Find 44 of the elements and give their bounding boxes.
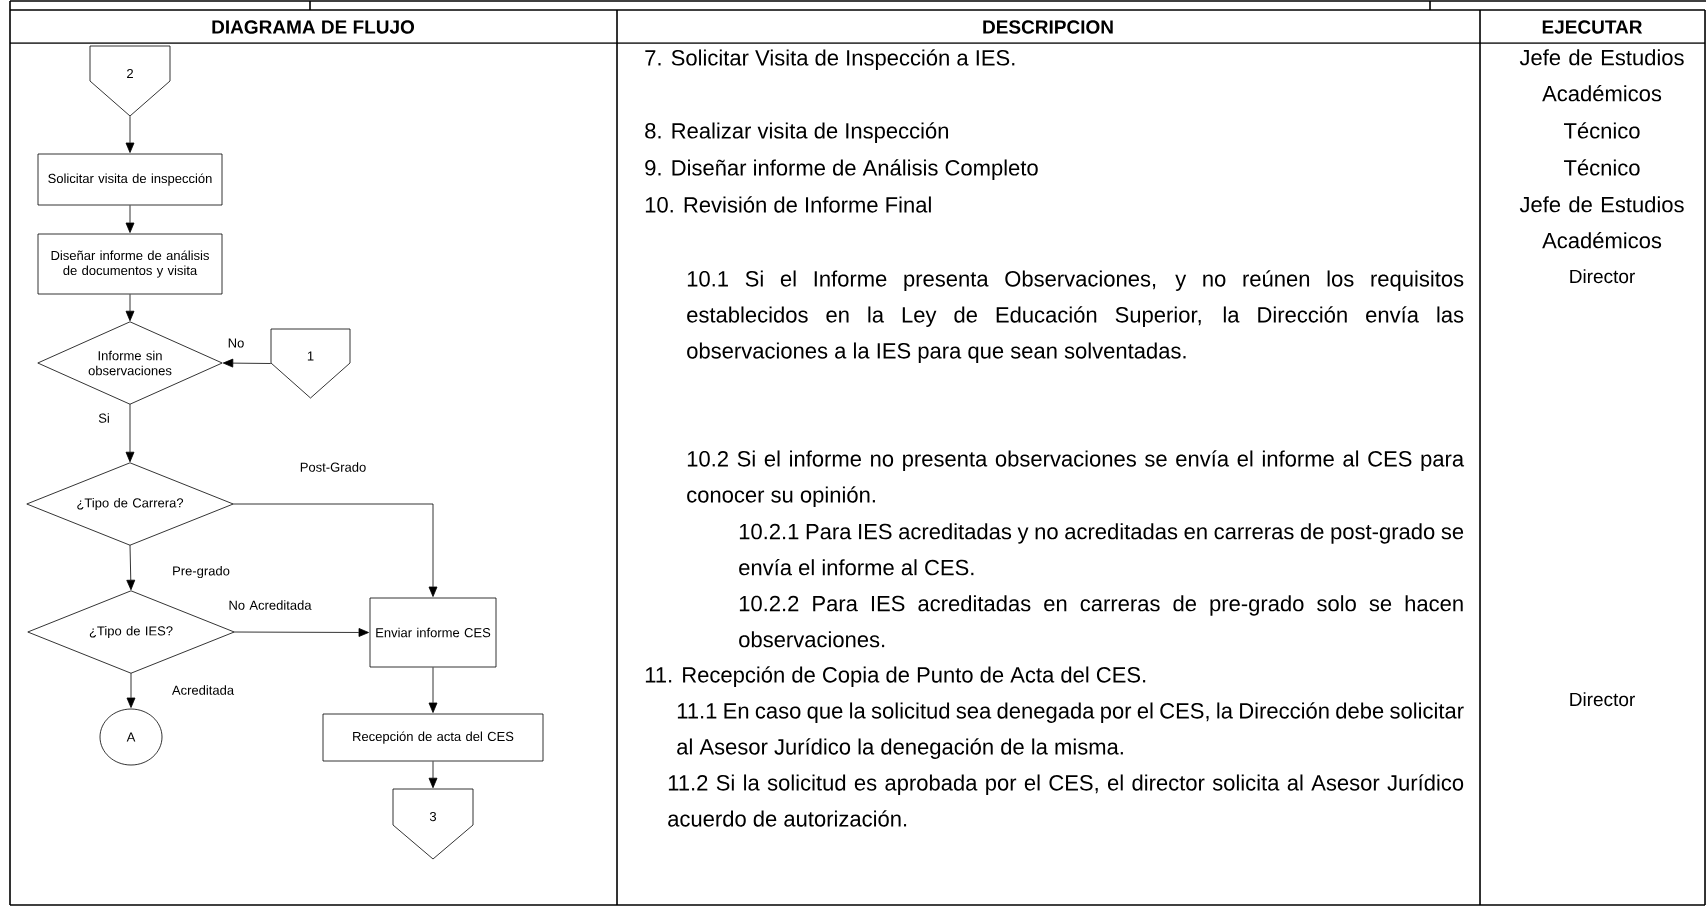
arrow: [222, 358, 272, 368]
process-box: Enviar informe CES: [369, 597, 497, 668]
column-header: DESCRIPCION: [983, 20, 1113, 34]
step-description: 10.2.2 Para IES acreditadas en carreras de pre-grado solo se hacen observaciones.: [739, 595, 1463, 648]
executor-text: Jefe de Estudios Académicos: [1519, 196, 1684, 249]
step-description: 11.1 En caso que la solicitud sea denegada por el CES, la Dirección debe solicitar al Asesor Jurídico la denegación de la misma.: [677, 702, 1464, 759]
column-header: DIAGRAMA DE FLUJO: [212, 20, 415, 34]
process-box: Diseñar informe de análisis de documentos y visita: [37, 233, 223, 295]
step-description: 10.1 Si el Informe presenta Observaciones, y no reúnen los requisitos establecidos en la Ley de Educación Superior, la Dirección envía las observaciones a la IES para que sean solventadas.: [687, 270, 1464, 363]
edge-label: Post-Grado: [300, 462, 366, 472]
step-description: 10. Revisión de Informe Final: [645, 196, 931, 213]
off-page-connector: 2: [89, 45, 171, 117]
executor-text: Director: [1570, 692, 1635, 707]
arrow: [126, 544, 136, 591]
arrow: [233, 628, 369, 637]
edge-label: Acreditada: [171, 685, 235, 695]
column-header: EJECUTAR: [1542, 20, 1643, 34]
arrow: [125, 115, 135, 153]
arrow: [125, 403, 135, 463]
step-description: 9. Diseñar informe de Análisis Completo: [645, 159, 1038, 180]
off-page-connector: 1: [270, 328, 351, 399]
executor-text: Técnico: [1564, 159, 1640, 176]
edge-label: No: [228, 338, 244, 348]
arrow: [125, 294, 135, 322]
process-box: Solicitar visita de inspección: [37, 153, 223, 206]
step-description: 7. Solicitar Visita de Inspección a IES.: [645, 49, 1015, 70]
executor-text: Técnico: [1564, 122, 1640, 139]
off-page-connector: 3: [392, 788, 474, 860]
arrow: [428, 667, 438, 713]
step-description: 8. Realizar visita de Inspección: [645, 122, 948, 143]
arrow: [125, 205, 135, 233]
step-description: 10.2.1 Para IES acreditadas y no acreditadas en carreras de post-grado se envía el informe al CES.: [739, 523, 1464, 576]
step-description: 11. Recepción de Copia de Punto de Acta del CES.: [645, 666, 1146, 687]
edge-label: No Acreditada: [229, 600, 312, 610]
step-description: 10.2 Si el informe no presenta observaciones se envía el informe al CES para conocer su opinión.: [687, 450, 1465, 507]
step-description: 11.2 Si la solicitud es aprobada por el CES, el director solicita al Asesor Jurídico acuerdo de autorización.: [668, 774, 1464, 827]
process-box: Recepción de acta del CES: [322, 713, 544, 762]
edge-label: Si: [98, 413, 109, 423]
arrow: [232, 503, 438, 597]
executor-text: Jefe de Estudios Académicos: [1519, 49, 1684, 102]
arrow: [428, 761, 438, 789]
arrow: [126, 672, 136, 708]
executor-text: Director: [1570, 269, 1635, 284]
edge-label: Pre-grado: [173, 565, 230, 579]
